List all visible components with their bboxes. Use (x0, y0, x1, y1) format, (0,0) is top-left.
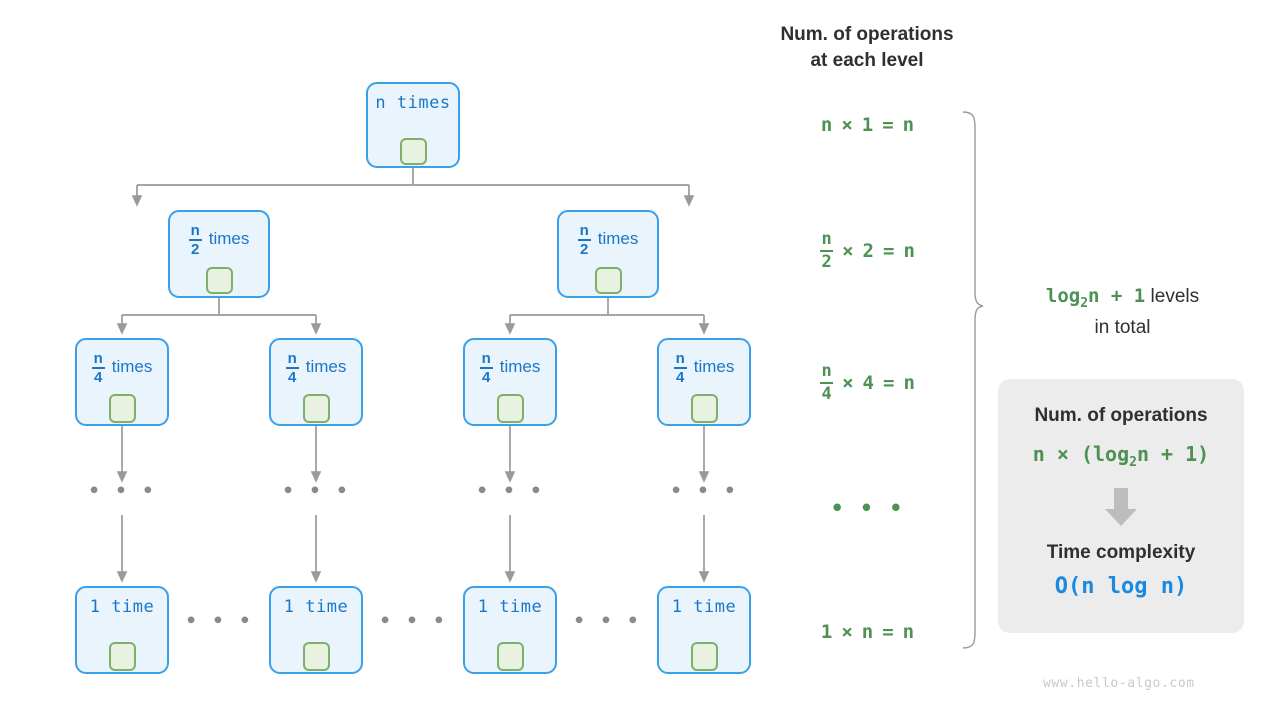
inner-operation-box (691, 394, 718, 423)
operations-row-1: n×1=n (820, 114, 915, 136)
levels-line-1: log2n + 1 levels (1000, 283, 1245, 314)
node-caption: n times (375, 93, 451, 113)
inner-operation-box (109, 642, 136, 671)
operations-column-title: Num. of operations at each level (780, 24, 954, 71)
card-heading-complexity: Time complexity (1046, 542, 1196, 563)
node-caption: 1 time (89, 597, 155, 617)
down-arrow-icon (1105, 488, 1137, 526)
levels-line-2: in total (1094, 316, 1151, 338)
ellipsis-vdots-b: • • • (282, 480, 350, 502)
levels-total-note: log2n + 1 levels in total (1000, 283, 1245, 341)
inner-operation-box (109, 394, 136, 423)
ellipsis-vdots-a: • • • (88, 480, 156, 502)
inner-operation-box (497, 642, 524, 671)
levels-brace-icon (962, 111, 984, 649)
inner-operation-box (303, 394, 330, 423)
card-operations-formula: n × (log2n + 1) (1032, 442, 1210, 470)
inner-operation-box (400, 138, 427, 165)
operations-row-dots: • • • (830, 496, 905, 520)
node-caption: 1 time (671, 597, 737, 617)
ellipsis-vdots-d: • • • (670, 480, 738, 502)
inner-operation-box (691, 642, 718, 671)
node-caption: 1 time (477, 597, 543, 617)
loop-arrows (96, 126, 730, 663)
inner-operation-box (206, 267, 233, 294)
tree-node-root: n times (366, 82, 460, 168)
watermark: www.hello-algo.com (1043, 676, 1195, 691)
ellipsis-hdots-3: • • • (573, 610, 641, 632)
card-complexity-value: O(n log n) (1054, 574, 1188, 599)
operations-row-last: 1×n=n (820, 621, 915, 643)
inner-operation-box (497, 394, 524, 423)
ellipsis-hdots-2: • • • (379, 610, 447, 632)
complexity-card: Num. of operations n × (log2n + 1) Time … (998, 379, 1244, 633)
inner-operation-box (303, 642, 330, 671)
card-heading-operations: Num. of operations (1034, 405, 1208, 426)
ellipsis-hdots-1: • • • (185, 610, 253, 632)
levels-formula: log2n + 1 (1045, 285, 1146, 311)
node-caption: 1 time (283, 597, 349, 617)
levels-word: levels (1145, 286, 1200, 307)
inner-operation-box (595, 267, 622, 294)
tree-node-one-b: 1 time (269, 586, 363, 674)
ellipsis-vdots-c: • • • (476, 480, 544, 502)
